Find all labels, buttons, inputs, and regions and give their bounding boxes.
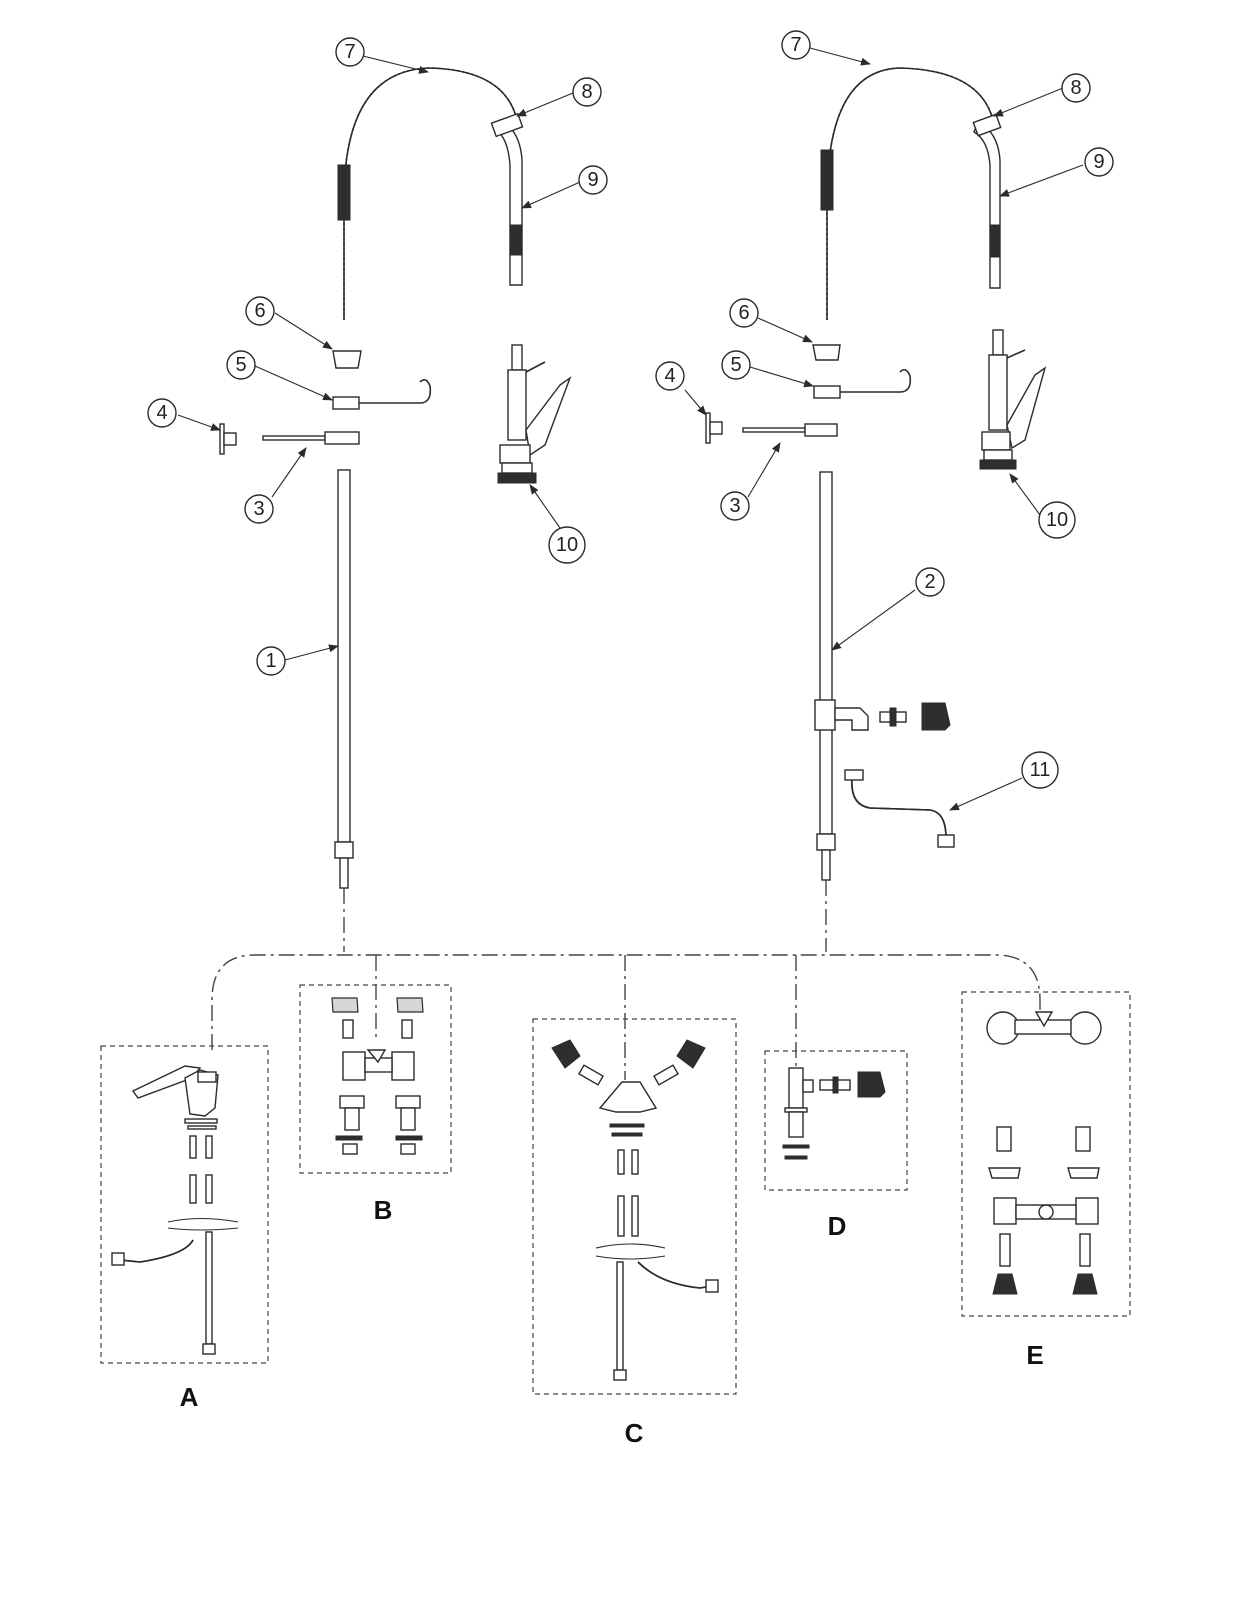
svg-text:8: 8 xyxy=(1070,77,1081,99)
callout-leaders xyxy=(178,48,1083,810)
callout-10-left: 10 xyxy=(549,527,585,563)
variant-c xyxy=(533,1019,736,1394)
svg-text:1: 1 xyxy=(265,650,276,672)
svg-text:9: 9 xyxy=(587,169,598,191)
svg-text:6: 6 xyxy=(254,300,265,322)
svg-text:7: 7 xyxy=(344,41,355,63)
spray-valve-right xyxy=(980,330,1045,469)
callout-4-right: 4 xyxy=(656,362,684,390)
bracket-arm-left xyxy=(263,432,359,444)
callout-2-right: 2 xyxy=(916,568,944,596)
variant-label-e: E xyxy=(1026,1340,1043,1370)
spray-valve-left xyxy=(498,345,570,483)
svg-text:5: 5 xyxy=(730,354,741,376)
callout-4-left: 4 xyxy=(148,399,176,427)
left-assembly xyxy=(220,68,570,888)
callout-3-right: 3 xyxy=(721,492,749,520)
variant-a xyxy=(101,1046,268,1363)
callout-9-left: 9 xyxy=(579,166,607,194)
variant-label-d: D xyxy=(828,1211,847,1241)
callout-5-left: 5 xyxy=(227,351,255,379)
svg-text:3: 3 xyxy=(253,498,264,520)
right-assembly xyxy=(706,68,1045,880)
callout-8-right: 8 xyxy=(1062,74,1090,102)
svg-text:8: 8 xyxy=(581,81,592,103)
riser-tube-left xyxy=(335,470,353,888)
wall-hook-right xyxy=(814,370,910,398)
svg-text:7: 7 xyxy=(790,34,801,56)
svg-text:5: 5 xyxy=(235,354,246,376)
variant-label-c: C xyxy=(625,1418,644,1448)
svg-text:4: 4 xyxy=(664,365,675,387)
svg-text:9: 9 xyxy=(1093,151,1104,173)
callout-9-right: 9 xyxy=(1085,148,1113,176)
callout-3-left: 3 xyxy=(245,495,273,523)
svg-text:10: 10 xyxy=(1046,509,1068,531)
svg-text:3: 3 xyxy=(729,495,740,517)
swivel-spout-right xyxy=(845,770,954,847)
coil-spring-left xyxy=(338,68,517,320)
callout-7-right: 7 xyxy=(782,31,810,59)
callout-1-left: 1 xyxy=(257,647,285,675)
variant-e xyxy=(962,992,1130,1316)
bracket-arm-right xyxy=(743,424,837,436)
coil-spring-right xyxy=(821,68,993,320)
wall-hook-left xyxy=(333,380,430,409)
wall-bracket-left xyxy=(220,424,236,454)
svg-text:11: 11 xyxy=(1030,759,1051,781)
variant-label-a: A xyxy=(180,1382,199,1412)
svg-text:2: 2 xyxy=(924,571,935,593)
wall-bracket-right xyxy=(706,413,722,443)
callout-6-right: 6 xyxy=(730,299,758,327)
riser-tube-right xyxy=(815,472,950,880)
bumper-right xyxy=(813,345,840,360)
variant-label-b: B xyxy=(374,1195,393,1225)
callout-7-left: 7 xyxy=(336,38,364,66)
bumper-left xyxy=(333,351,361,368)
spray-hose-right xyxy=(973,114,1000,288)
connection-lines xyxy=(212,880,1040,1080)
callout-5-right: 5 xyxy=(722,351,750,379)
svg-text:4: 4 xyxy=(156,402,167,424)
spray-hose-left xyxy=(491,114,522,285)
callout-6-left: 6 xyxy=(246,297,274,325)
variant-d xyxy=(765,1051,907,1190)
callout-8-left: 8 xyxy=(573,78,601,106)
svg-text:6: 6 xyxy=(738,302,749,324)
callout-10-right: 10 xyxy=(1039,502,1075,538)
callout-11-right: 11 xyxy=(1022,752,1058,788)
svg-text:10: 10 xyxy=(556,534,578,556)
